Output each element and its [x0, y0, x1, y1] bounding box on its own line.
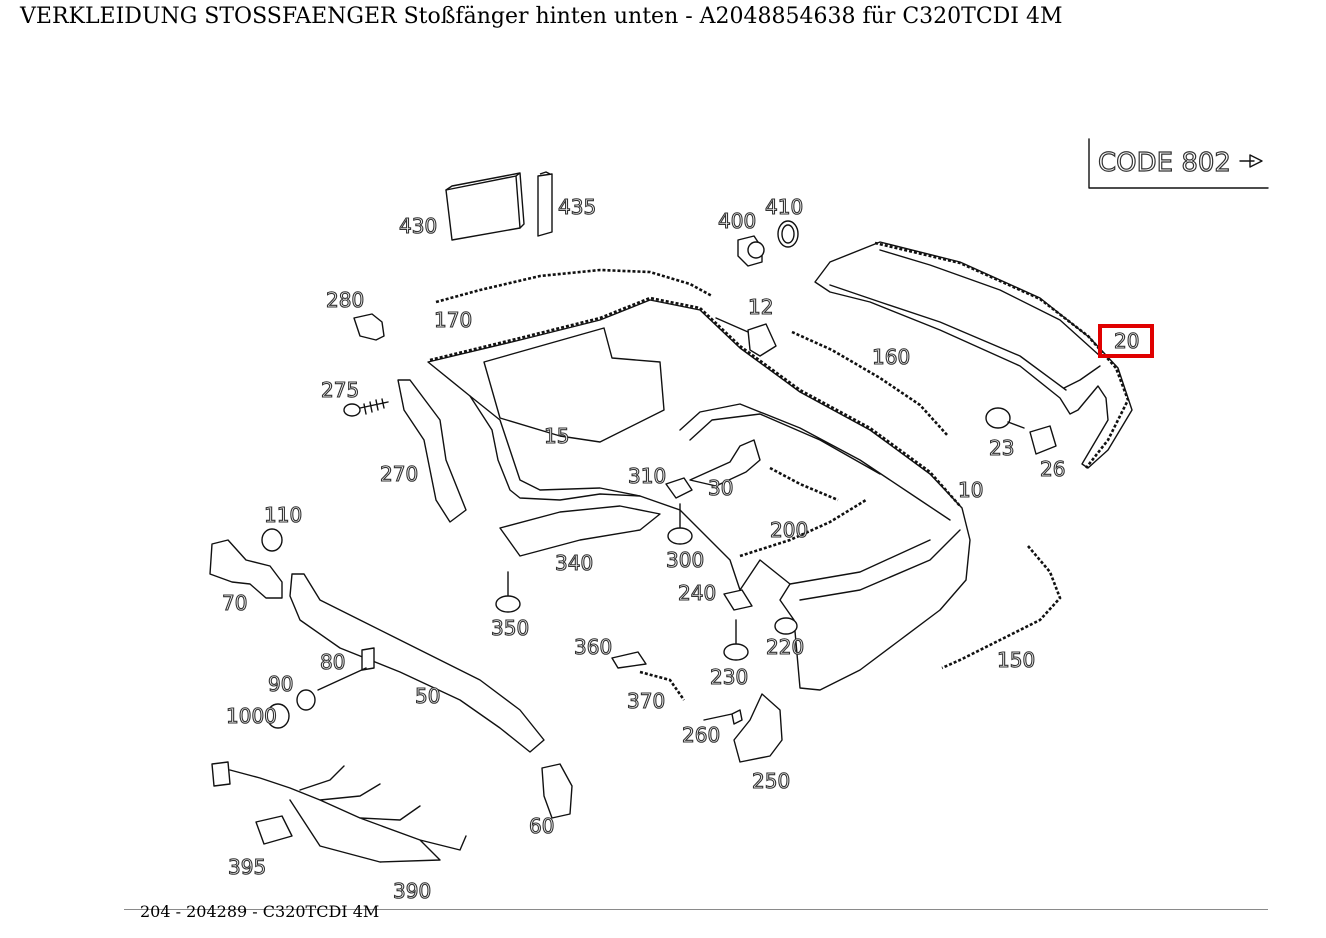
label-160: 160	[872, 345, 910, 369]
part-160-strip	[791, 330, 949, 437]
part-280-clip	[353, 313, 385, 341]
part-430-module	[445, 172, 525, 241]
footer-caption: 204 - 204289 - C320TCDI 4M	[140, 902, 380, 921]
label-26: 26	[1040, 457, 1065, 481]
part-435	[537, 171, 553, 237]
part-80-bolt	[317, 647, 375, 691]
label-70: 70	[222, 591, 247, 615]
label-435: 435	[558, 195, 596, 219]
part-270-bracket	[397, 379, 467, 523]
label-270: 270	[380, 462, 418, 486]
label-170: 170	[434, 308, 472, 332]
part-110-grommet	[261, 528, 283, 552]
part-400-sensor	[737, 235, 765, 267]
part-1000-nut	[266, 703, 290, 729]
part-60-bracket	[541, 763, 573, 819]
part-23-screw	[985, 407, 1025, 429]
label-310: 310	[628, 464, 666, 488]
label-280: 280	[326, 288, 364, 312]
highlight-box	[1098, 324, 1154, 358]
code-802-box: CODE 802	[1088, 138, 1269, 189]
part-12-bracket	[715, 317, 777, 357]
label-30: 30	[708, 476, 733, 500]
part-90-washer	[296, 689, 316, 711]
label-150: 150	[997, 648, 1035, 672]
part-395-clip	[255, 815, 293, 845]
label-60: 60	[529, 814, 554, 838]
page-title: VERKLEIDUNG STOSSFAENGER Stoßfänger hint…	[20, 4, 1063, 29]
part-350-screw	[495, 571, 521, 613]
label-260: 260	[682, 723, 720, 747]
part-15-bumper-shell	[427, 296, 971, 691]
arrow-right-icon	[1239, 154, 1263, 168]
label-275: 275	[321, 378, 359, 402]
part-50-bracket	[289, 573, 545, 753]
label-200: 200	[770, 518, 808, 542]
label-80: 80	[320, 650, 345, 674]
part-260-bolt	[703, 709, 743, 725]
label-90: 90	[268, 672, 293, 696]
part-340-tray	[499, 505, 661, 557]
part-230-screw	[723, 619, 749, 661]
part-20-trim	[814, 241, 1133, 469]
label-395: 395	[228, 855, 266, 879]
part-200-strip-b	[739, 498, 867, 558]
label-220: 220	[766, 635, 804, 659]
label-230: 230	[710, 665, 748, 689]
part-30-bracket	[689, 439, 761, 487]
label-360: 360	[574, 635, 612, 659]
part-390-harness	[211, 761, 467, 863]
label-20: 20	[1114, 329, 1139, 353]
label-430: 430	[399, 214, 437, 238]
part-240-clip	[723, 589, 753, 611]
label-15: 15	[544, 424, 569, 448]
label-350: 350	[491, 616, 529, 640]
code-802-text: CODE 802	[1098, 148, 1231, 178]
label-23: 23	[989, 436, 1014, 460]
part-70-bracket	[209, 539, 283, 599]
label-250: 250	[752, 769, 790, 793]
label-410: 410	[765, 195, 803, 219]
label-110: 110	[264, 503, 302, 527]
label-10: 10	[958, 478, 983, 502]
part-275-screw	[343, 398, 389, 417]
label-300: 300	[666, 548, 704, 572]
part-170-strip	[435, 268, 713, 304]
part-370-strip	[639, 670, 686, 701]
label-400: 400	[718, 209, 756, 233]
label-390: 390	[393, 879, 431, 903]
part-26-nut	[1029, 425, 1057, 455]
part-360-pad	[611, 651, 647, 669]
label-50: 50	[415, 684, 440, 708]
label-12: 12	[748, 295, 773, 319]
part-300-screw	[667, 503, 693, 545]
part-220-nut	[774, 617, 798, 635]
footer-divider	[124, 909, 1268, 910]
part-250-flap	[733, 693, 783, 763]
part-200-strip-a	[769, 466, 839, 502]
label-1000: 1000	[226, 704, 277, 728]
part-410-ring	[777, 220, 799, 248]
label-340: 340	[555, 551, 593, 575]
part-150-strip	[941, 545, 1062, 670]
part-310-clip	[665, 477, 693, 499]
label-240: 240	[678, 581, 716, 605]
label-370: 370	[627, 689, 665, 713]
